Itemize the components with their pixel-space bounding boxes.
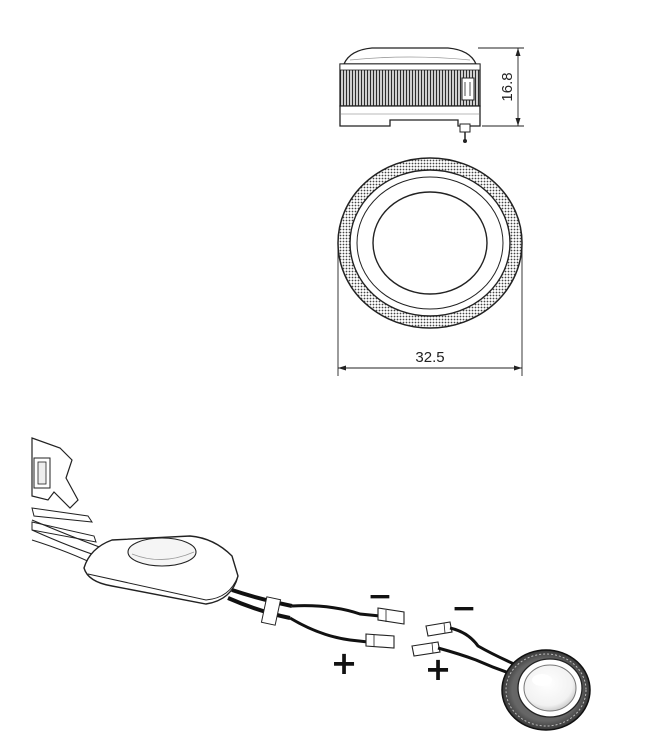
height-label: 16.8 bbox=[499, 72, 516, 101]
side-view bbox=[339, 47, 481, 143]
right-connectors bbox=[411, 621, 453, 657]
left-connectors bbox=[365, 607, 405, 649]
driver-unit bbox=[83, 535, 239, 605]
plus-sign-left: + bbox=[331, 644, 358, 682]
top-view bbox=[337, 157, 523, 329]
minus-sign-left: − bbox=[367, 579, 392, 614]
plus-sign-right: + bbox=[425, 650, 452, 688]
output-cables bbox=[227, 588, 381, 644]
height-dimension: 16.8 bbox=[478, 47, 524, 127]
minus-sign-right: − bbox=[451, 591, 476, 626]
polarity-labels: − + − + bbox=[331, 579, 477, 688]
mounting-bracket bbox=[31, 437, 97, 543]
led-cable bbox=[437, 626, 515, 676]
diameter-label: 32.5 bbox=[415, 349, 444, 366]
led-light bbox=[501, 649, 591, 731]
diameter-dimension: 32.5 bbox=[337, 243, 523, 376]
